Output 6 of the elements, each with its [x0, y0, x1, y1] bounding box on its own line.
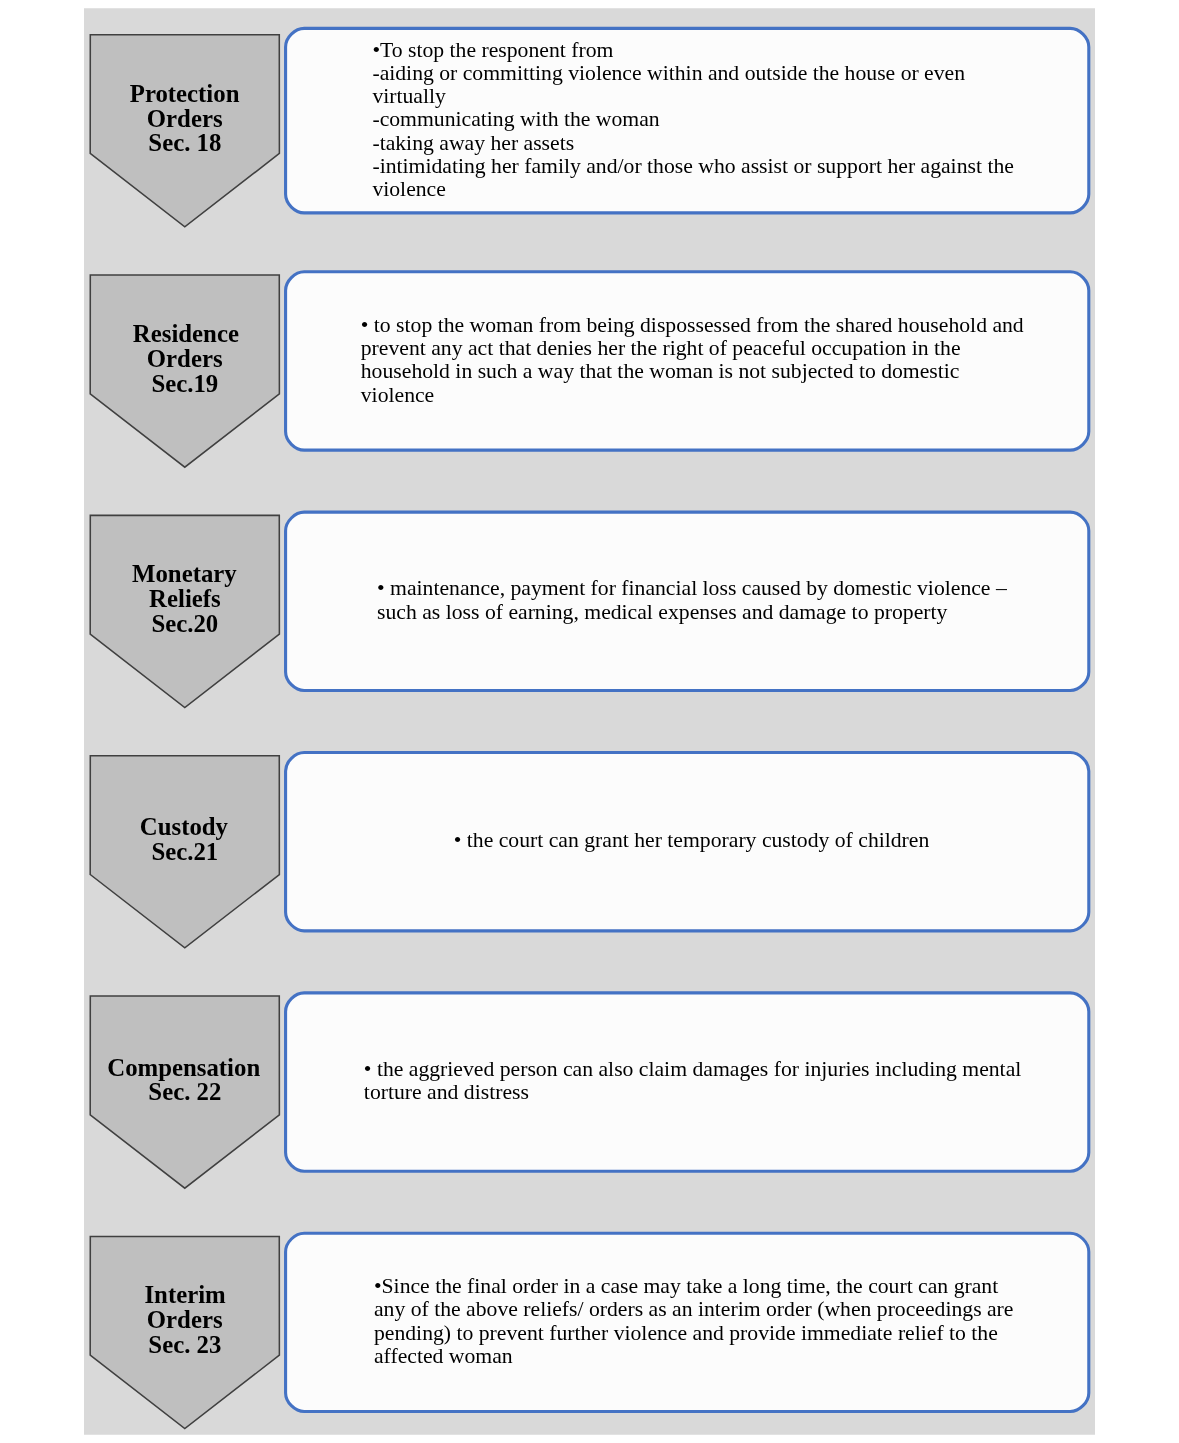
node-box: •Since the final order in a case may take a long time, the court can grant any of the above reliefs/ orders as an interim order (when proceedings are pending) to prevent further violence and provide immediate relief to the affected woman [284, 1231, 1091, 1414]
node-box: • the court can grant her temporary custody of children [284, 750, 1091, 933]
node-box: •To stop the responent from -aiding or committing violence within and outside the house or even virtually -communicating with the woman -taking away her assets -intimidating her family and/or those who assist or support her against the violence [284, 26, 1091, 215]
node-box: • maintenance, payment for financial loss caused by domestic violence – such as loss of earning, medical expenses and damage to property [284, 510, 1091, 693]
node-box: • the aggrieved person can also claim damages for injuries including mental torture and distress [284, 991, 1091, 1173]
node-box: • to stop the woman from being dispossessed from the shared household and prevent any act that denies her the right of peaceful occupation in the household in such a way that the woman is not subjected to domestic violence [284, 270, 1091, 452]
